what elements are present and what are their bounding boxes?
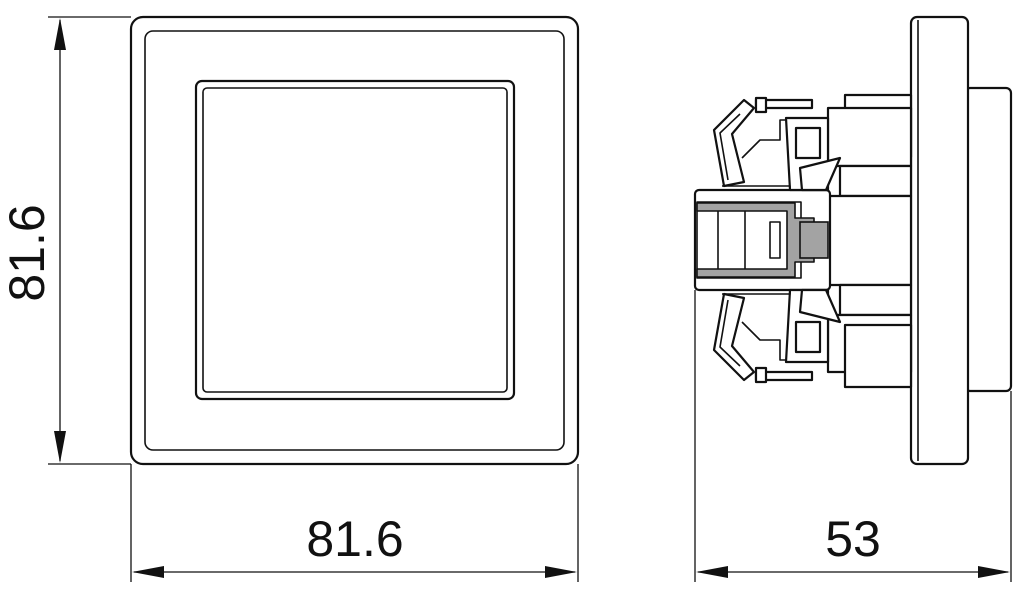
dimension-label-width: 81.6	[306, 511, 403, 567]
side-back-plate	[963, 86, 1013, 393]
side-view	[693, 15, 1013, 466]
side-clip-upper-arm-inner	[719, 113, 741, 181]
dimension-front-width: 81.6	[130, 464, 579, 582]
side-clip-upper-strap	[700, 185, 791, 191]
side-clip-lower	[700, 288, 842, 384]
dimension-label-depth: 53	[825, 511, 881, 567]
side-clip-upper-arm	[712, 98, 756, 188]
side-clip-lower-nut	[754, 366, 768, 384]
front-rocker-outer	[194, 79, 516, 401]
side-clip-upper-latch	[794, 126, 822, 160]
side-mounting-body	[826, 93, 913, 389]
side-clip-lower-strap	[700, 289, 791, 295]
side-clip-lower-arm-inner	[719, 299, 741, 367]
front-rocker-inner	[202, 87, 508, 393]
side-block-middle	[826, 194, 913, 287]
side-section-slot	[769, 221, 781, 259]
arrowhead-up	[54, 18, 66, 50]
side-block-mid-top	[838, 164, 913, 198]
dimension-front-height: 81.6	[0, 16, 131, 465]
side-clip-upper-wedge	[798, 156, 842, 192]
side-clip-upper-nut	[754, 96, 768, 114]
side-clip-lower-latch	[794, 320, 822, 354]
front-frame-inner	[144, 30, 565, 451]
arrowhead-down	[54, 431, 66, 463]
side-section-block	[799, 221, 829, 259]
side-cover-frame	[909, 15, 970, 466]
arrowhead-left	[132, 566, 164, 578]
side-clip-upper	[700, 96, 842, 192]
side-block-mid-bottom	[838, 283, 913, 317]
arrowhead-depth-left	[696, 566, 728, 578]
side-insert-housing	[693, 188, 832, 292]
side-clip-lower-wedge	[798, 288, 842, 324]
side-block-bottom	[843, 323, 913, 389]
dimension-side-depth: 53	[694, 290, 1012, 582]
front-frame-outer	[129, 15, 580, 466]
side-clip-lower-arm	[712, 292, 756, 382]
side-section-profile	[696, 202, 815, 278]
front-view	[129, 15, 580, 466]
dimension-label-height: 81.6	[0, 204, 55, 301]
arrowhead-depth-right	[978, 566, 1010, 578]
arrowhead-right	[545, 566, 577, 578]
